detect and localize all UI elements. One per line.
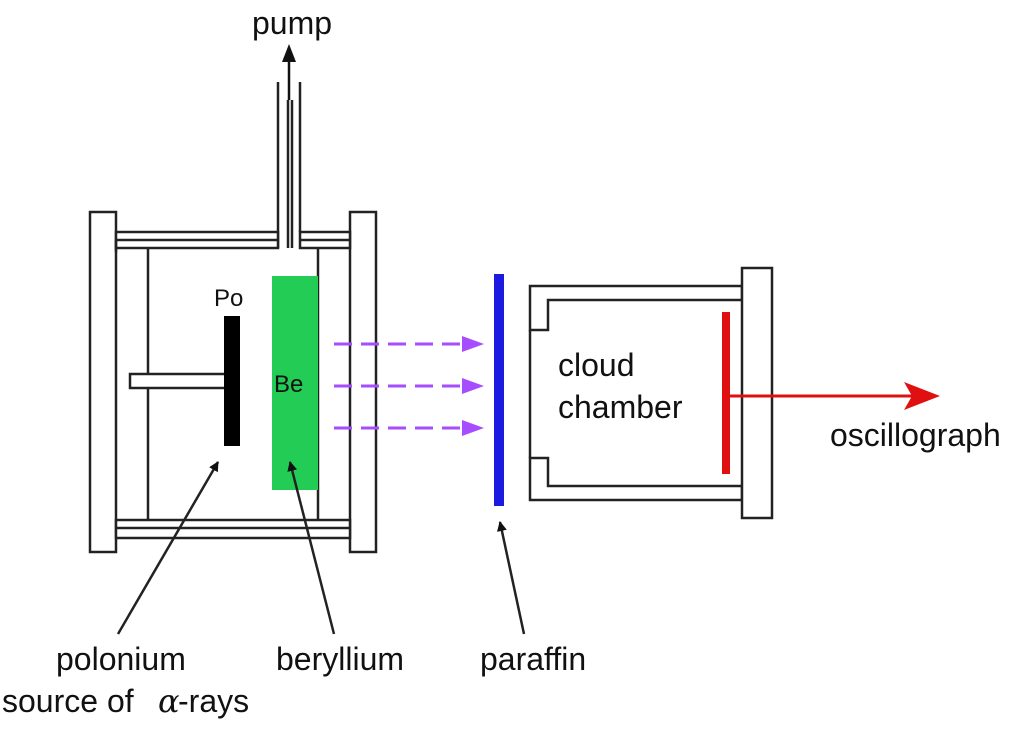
source-holder-rod — [128, 372, 228, 390]
alpha-symbol: α — [158, 682, 180, 720]
cloud-chamber-top-arm — [528, 284, 744, 332]
polonium-label: polonium — [56, 641, 186, 677]
pump-label: pump — [252, 5, 332, 41]
rays-text: -rays — [178, 683, 249, 719]
polonium-label-line2: source of α -rays — [2, 682, 249, 720]
vacuum-chamber — [88, 82, 378, 554]
radiation-arrow — [334, 378, 484, 394]
po-label: Po — [214, 285, 243, 312]
cloud-chamber-bottom-arm — [528, 456, 744, 502]
beryllium-pointer-arrow — [287, 461, 336, 635]
radiation-arrows — [334, 336, 484, 436]
detector-electrode — [722, 312, 730, 474]
radiation-arrow — [334, 336, 484, 352]
oscillograph-label: oscillograph — [830, 417, 1001, 453]
chamber-right-plate — [348, 210, 378, 554]
radiation-arrow — [334, 420, 484, 436]
source-of-text: source of — [2, 683, 134, 719]
cloud-chamber-end-plate — [740, 266, 774, 520]
cloud-chamber-label-line1: cloud — [558, 347, 635, 383]
polonium-pointer-arrow — [116, 461, 220, 635]
chamber-left-plate — [88, 210, 118, 554]
paraffin-sheet — [494, 274, 504, 506]
polonium-source — [224, 316, 240, 446]
beryllium-label: beryllium — [276, 641, 404, 677]
beryllium-target — [272, 276, 318, 490]
pump-arrow — [282, 44, 296, 100]
be-label: Be — [274, 371, 303, 398]
paraffin-label: paraffin — [480, 641, 586, 677]
cloud-chamber-label-line2: chamber — [558, 389, 683, 425]
paraffin-pointer-arrow — [496, 521, 526, 635]
cloud-chamber — [528, 266, 774, 520]
signal-arrow — [730, 382, 940, 410]
